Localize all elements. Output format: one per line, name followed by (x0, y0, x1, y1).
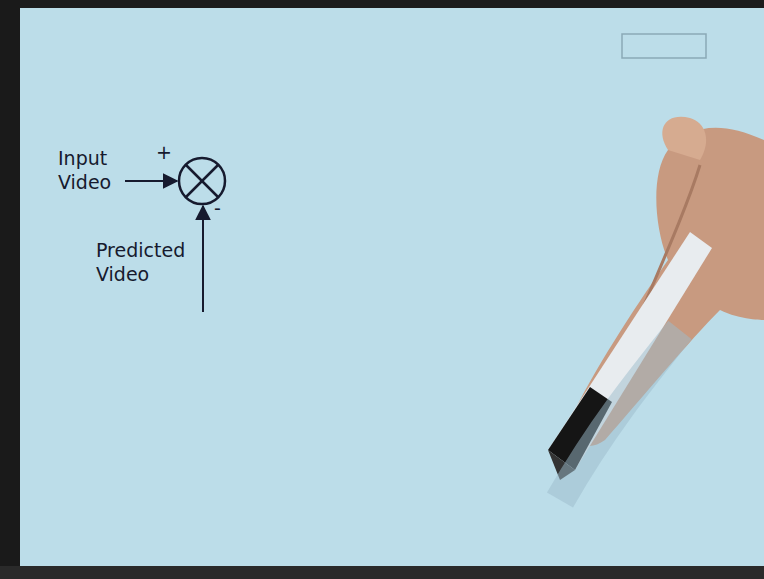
signal-label: Input Video (58, 146, 120, 194)
paper-sheet (20, 8, 764, 566)
signal-label: Predicted Video (96, 238, 192, 286)
logo-box (622, 34, 706, 58)
dark-border (0, 0, 20, 579)
prediction-arrow (202, 206, 204, 312)
input-arrow (125, 180, 177, 182)
sign-label: - (214, 196, 234, 220)
sign-label: + (156, 140, 176, 164)
hand-with-pen (548, 117, 764, 500)
dark-border (0, 566, 764, 579)
